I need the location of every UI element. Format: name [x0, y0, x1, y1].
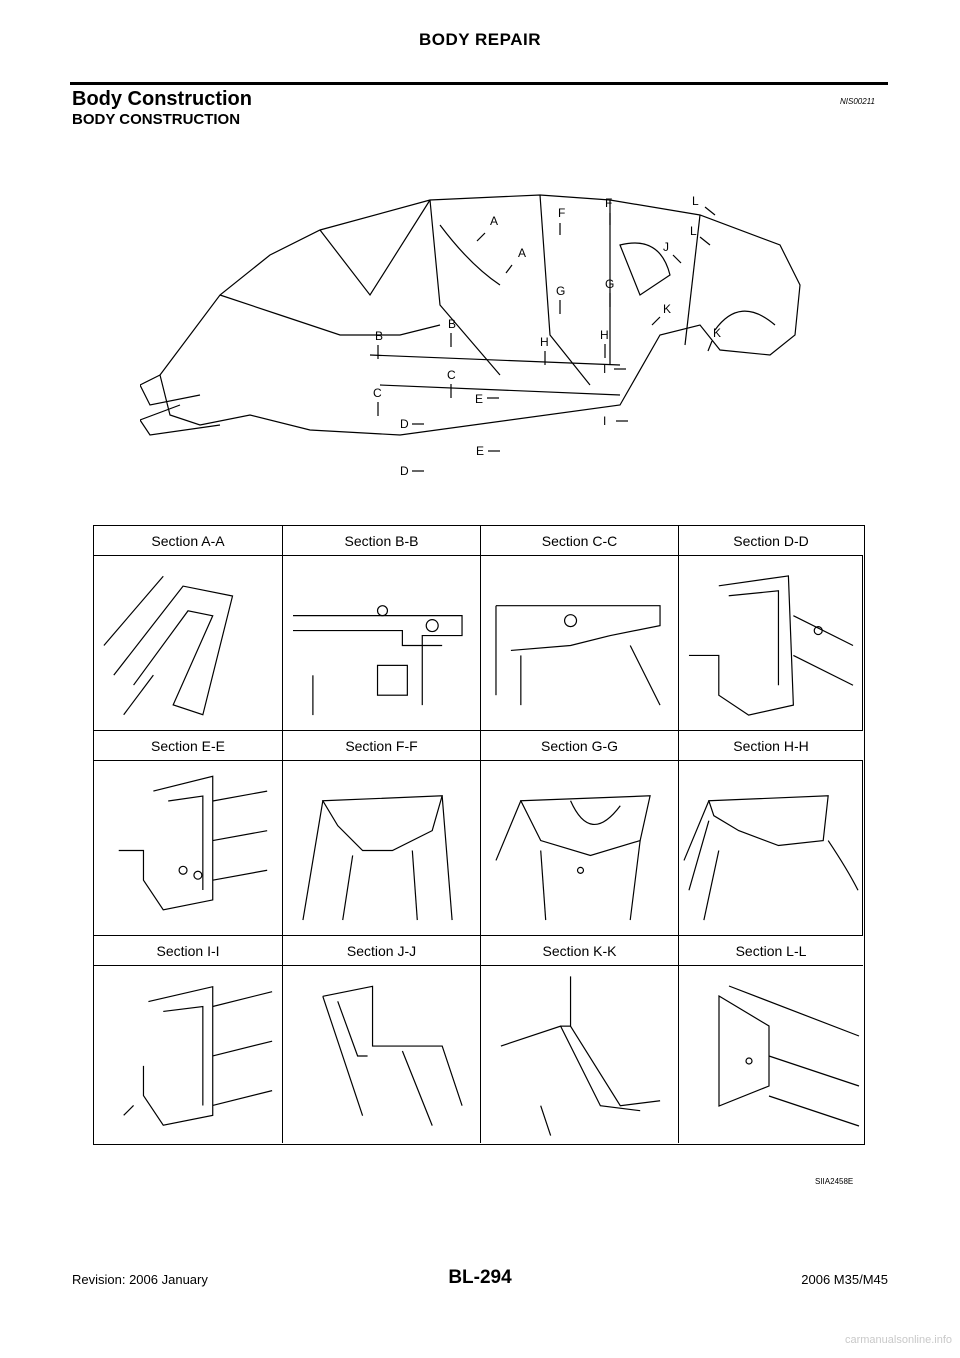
section-drawing-a — [94, 556, 283, 731]
section-drawing-e — [94, 761, 283, 936]
section-drawing-i — [94, 966, 283, 1143]
section-drawing-k — [481, 966, 679, 1143]
callout-label: C — [373, 386, 382, 400]
section-drawing-j — [283, 966, 481, 1143]
section-label: Section J-J — [283, 936, 481, 966]
callout-label: I — [603, 362, 606, 376]
callout-label: B — [375, 329, 383, 343]
section-label: Section B-B — [283, 526, 481, 556]
callout-label: G — [605, 277, 614, 291]
section-drawing-l — [679, 966, 863, 1143]
callout-label: K — [713, 326, 721, 340]
callout-label: A — [490, 214, 498, 228]
section-label: Section H-H — [679, 731, 863, 761]
callout-label: L — [692, 194, 699, 208]
footer-model: 2006 M35/M45 — [801, 1272, 888, 1287]
section-title: Body Construction — [72, 88, 252, 110]
section-label: Section I-I — [94, 936, 283, 966]
callout-label: H — [540, 335, 549, 349]
callout-label: D — [400, 417, 409, 431]
section-drawing-f — [283, 761, 481, 936]
callout-label: E — [475, 392, 483, 406]
callout-label: L — [690, 224, 697, 238]
footer-revision: Revision: 2006 January — [72, 1272, 208, 1287]
page-header: BODY REPAIR — [418, 30, 541, 49]
callout-label: H — [600, 328, 609, 342]
callout-label: K — [663, 302, 671, 316]
section-label: Section E-E — [94, 731, 283, 761]
callout-label: I — [603, 414, 606, 428]
section-label: Section G-G — [481, 731, 679, 761]
section-label: Section D-D — [679, 526, 863, 556]
section-label: Section F-F — [283, 731, 481, 761]
callout-arrows — [377, 206, 716, 472]
section-subtitle: BODY CONSTRUCTION — [72, 111, 241, 128]
section-drawing-c — [481, 556, 679, 731]
section-drawing-b — [283, 556, 481, 731]
callout-label: G — [556, 284, 565, 298]
header-rule — [70, 82, 888, 85]
section-drawing-g — [481, 761, 679, 936]
section-label: Section K-K — [481, 936, 679, 966]
callout-label: E — [476, 444, 484, 458]
section-label: Section C-C — [481, 526, 679, 556]
callout-label: D — [400, 464, 409, 478]
callout-label: C — [447, 368, 456, 382]
section-views-table: Section A-A Section B-B Section C-C Sect… — [93, 525, 865, 1145]
section-label: Section A-A — [94, 526, 283, 556]
footer-page-number: BL-294 — [448, 1267, 512, 1288]
callout-label: B — [448, 317, 456, 331]
section-drawing-h — [679, 761, 863, 936]
section-drawing-d — [679, 556, 863, 731]
callout-label: F — [605, 196, 612, 210]
section-label: Section L-L — [679, 936, 863, 966]
reference-code: NIS00211 — [840, 97, 875, 106]
figure-code: SIIA2458E — [815, 1177, 854, 1186]
callout-label: A — [518, 246, 526, 260]
callout-label: F — [558, 206, 565, 220]
car-body-outline — [140, 194, 801, 436]
callout-labels: A A F F L L J G G B B K K H H C C I I E … — [373, 194, 721, 478]
body-construction-diagram: A A F F L L J G G B B K K H H C C I I E … — [140, 194, 801, 478]
watermark: carmanualsonline.info — [844, 1334, 952, 1346]
callout-label: J — [663, 240, 669, 254]
